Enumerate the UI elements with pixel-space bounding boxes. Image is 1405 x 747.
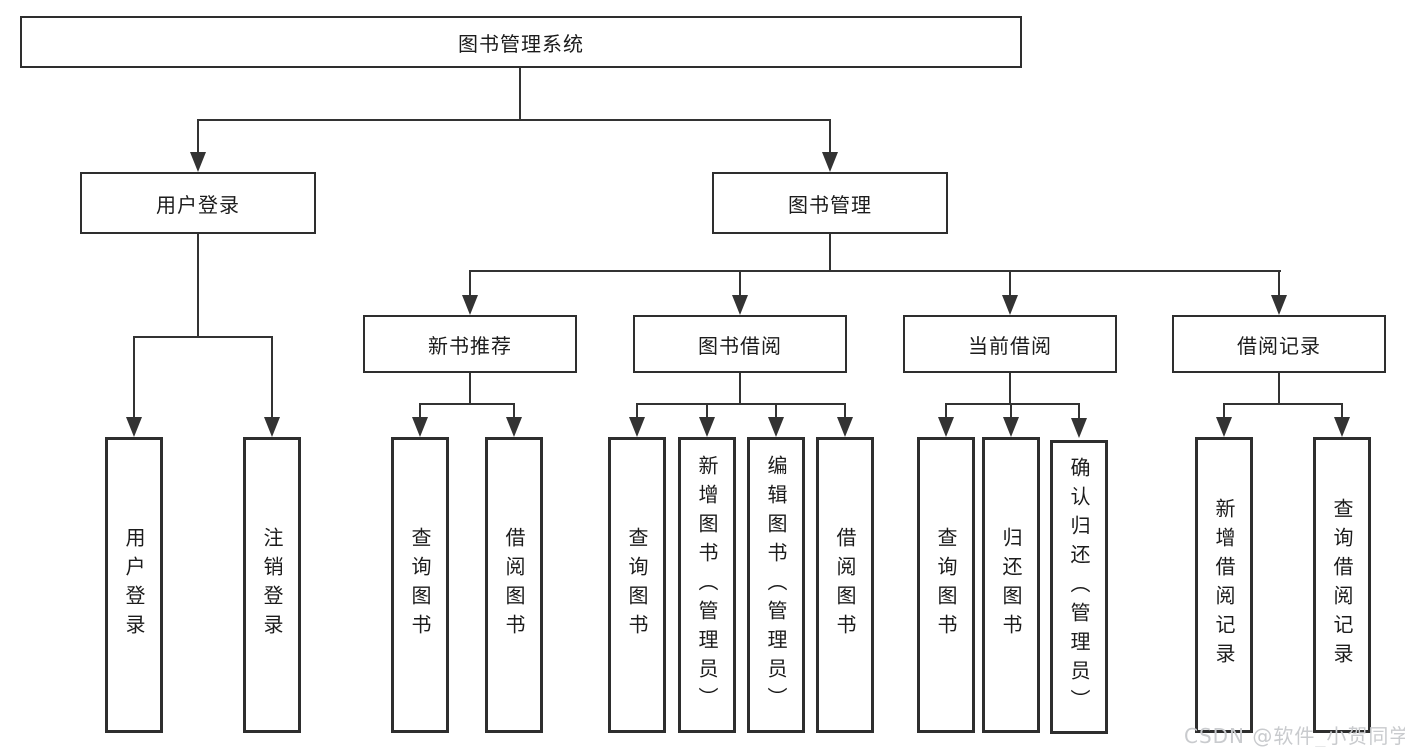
node-label: 借阅记录 (1237, 333, 1321, 358)
arrow-down-icon (732, 295, 748, 315)
connector-vline (945, 403, 947, 422)
node-label: 图书借阅 (698, 333, 782, 358)
node-label: 查询图书 (625, 527, 649, 643)
connector-vline (1223, 403, 1225, 422)
node-label: 新书推荐 (428, 333, 512, 358)
connector-vline (775, 403, 777, 422)
node-label: 确认归还（管理员） (1067, 456, 1091, 718)
arrow-down-icon (506, 417, 522, 437)
leaf-confirm-return-admin: 确认归还（管理员） (1050, 440, 1108, 734)
connector-vline (469, 270, 471, 300)
leaf-user-login: 用户登录 (105, 437, 163, 733)
leaf-add-borrow-record: 新增借阅记录 (1195, 437, 1253, 733)
connector-vline (519, 68, 521, 119)
arrow-down-icon (1071, 418, 1087, 438)
node-label: 图书管理 (788, 192, 872, 217)
connector-hline (197, 119, 831, 121)
node-current-borrowing: 当前借阅 (903, 315, 1117, 373)
arrow-down-icon (768, 417, 784, 437)
arrow-down-icon (1003, 417, 1019, 437)
node-label: 新增图书（管理员） (695, 454, 719, 716)
connector-vline (739, 373, 741, 405)
connector-vline (1341, 403, 1343, 422)
node-label: 图书管理系统 (458, 31, 584, 56)
arrow-down-icon (462, 295, 478, 315)
connector-vline (829, 119, 831, 157)
node-label: 查询图书 (408, 527, 432, 643)
node-label: 归还图书 (999, 527, 1023, 643)
arrow-down-icon (837, 417, 853, 437)
node-label: 借阅图书 (833, 527, 857, 643)
arrow-down-icon (412, 417, 428, 437)
connector-vline (1078, 403, 1080, 422)
arrow-down-icon (1002, 295, 1018, 315)
watermark: CSDN @软件_小贺同学 (1184, 724, 1405, 747)
node-label: 借阅图书 (502, 527, 526, 643)
connector-vline (469, 373, 471, 405)
leaf-borrow-books: 借阅图书 (816, 437, 874, 733)
arrow-down-icon (190, 152, 206, 172)
connector-vline (706, 403, 708, 422)
node-label: 注销登录 (260, 527, 284, 643)
leaf-return-books: 归还图书 (982, 437, 1040, 733)
connector-vline (636, 403, 638, 422)
connector-vline (1278, 270, 1280, 300)
arrow-down-icon (699, 417, 715, 437)
connector-vline (271, 336, 273, 422)
connector-hline (133, 336, 273, 338)
arrow-down-icon (126, 417, 142, 437)
node-library-management-system: 图书管理系统 (20, 16, 1022, 68)
node-label: 查询图书 (934, 527, 958, 643)
node-label: 查询借阅记录 (1330, 498, 1354, 672)
node-new-book-recommend: 新书推荐 (363, 315, 577, 373)
connector-vline (844, 403, 846, 422)
leaf-recommend-borrow-books: 借阅图书 (485, 437, 543, 733)
connector-hline (419, 403, 515, 405)
node-label: 当前借阅 (968, 333, 1052, 358)
arrow-down-icon (1334, 417, 1350, 437)
connector-vline (1009, 270, 1011, 300)
leaf-edit-book-admin: 编辑图书（管理员） (747, 437, 805, 733)
arrow-down-icon (1216, 417, 1232, 437)
leaf-recommend-query-books: 查询图书 (391, 437, 449, 733)
connector-vline (197, 234, 199, 338)
connector-vline (197, 119, 199, 157)
arrow-down-icon (822, 152, 838, 172)
node-label: 编辑图书（管理员） (764, 454, 788, 716)
connector-hline (1223, 403, 1343, 405)
connector-vline (1278, 373, 1280, 405)
node-label: 用户登录 (122, 527, 146, 643)
connector-hline (636, 403, 846, 405)
connector-vline (1010, 403, 1012, 422)
node-book-management: 图书管理 (712, 172, 948, 234)
connector-hline (469, 270, 1281, 272)
node-label: 新增借阅记录 (1212, 498, 1236, 672)
arrow-down-icon (938, 417, 954, 437)
leaf-current-query-books: 查询图书 (917, 437, 975, 733)
node-borrowing-records: 借阅记录 (1172, 315, 1386, 373)
leaf-add-book-admin: 新增图书（管理员） (678, 437, 736, 733)
node-label: 用户登录 (156, 192, 240, 217)
arrow-down-icon (629, 417, 645, 437)
leaf-logout: 注销登录 (243, 437, 301, 733)
arrow-down-icon (1271, 295, 1287, 315)
connector-vline (1009, 373, 1011, 405)
node-user-login: 用户登录 (80, 172, 316, 234)
connector-hline (945, 403, 1079, 405)
connector-vline (133, 336, 135, 422)
connector-vline (513, 403, 515, 422)
arrow-down-icon (264, 417, 280, 437)
node-book-borrowing: 图书借阅 (633, 315, 847, 373)
connector-vline (419, 403, 421, 422)
connector-vline (739, 270, 741, 300)
leaf-query-borrow-record: 查询借阅记录 (1313, 437, 1371, 733)
connector-vline (829, 234, 831, 272)
leaf-borrowing-query-books: 查询图书 (608, 437, 666, 733)
